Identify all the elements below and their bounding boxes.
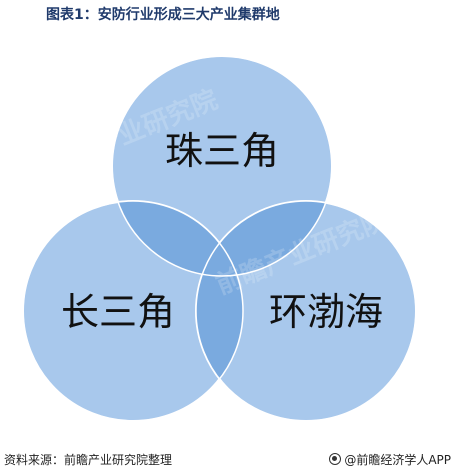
brand: @前瞻经济学人APP <box>329 451 451 468</box>
brand-logo-icon <box>329 453 342 465</box>
overlap-top-right <box>196 201 332 276</box>
label-top: 珠三角 <box>165 129 279 173</box>
overlap-top-left <box>112 201 243 276</box>
figure-title: 图表1：安防行业形成三大产业集群地 <box>46 7 280 23</box>
brand-label: @前瞻经济学人APP <box>344 452 451 467</box>
label-right: 环渤海 <box>269 290 383 334</box>
label-left: 长三角 <box>61 290 175 334</box>
source-note: 资料来源：前瞻产业研究院整理 <box>4 452 173 467</box>
footer: 资料来源：前瞻产业研究院整理 @前瞻经济学人APP <box>4 448 451 470</box>
